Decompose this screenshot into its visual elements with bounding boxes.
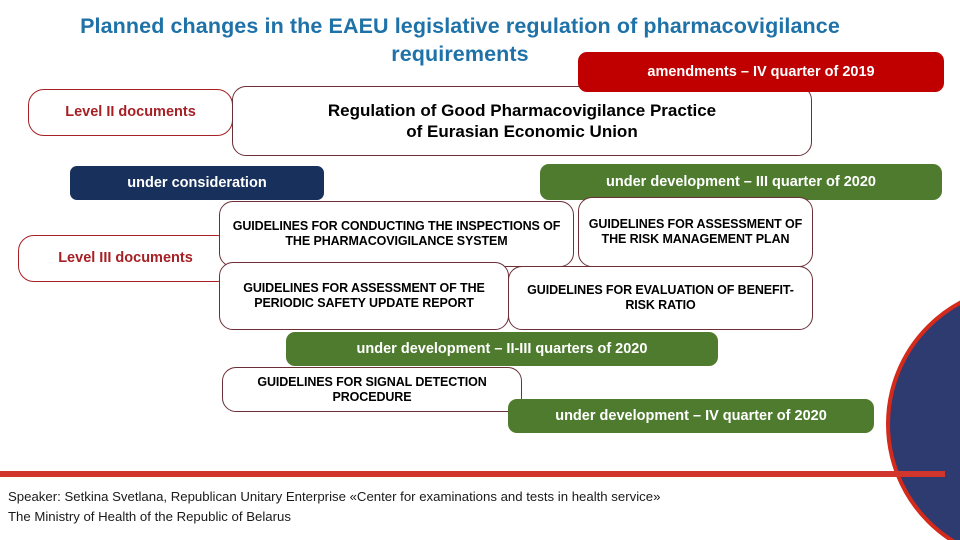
document-guideline-signal-detection: GUIDELINES FOR SIGNAL DETECTION PROCEDUR… [222,367,522,412]
document-guideline-psur: GUIDELINES FOR ASSESSMENT OF THE PERIODI… [219,262,509,330]
footer-line-1: Speaker: Setkina Svetlana, Republican Un… [8,489,661,504]
status-development-q3-2020: under development – III quarter of 2020 [540,164,942,200]
status-amendments-2019: amendments – IV quarter of 2019 [578,52,944,92]
level-3-label: Level III documents [18,235,233,282]
status-development-q4-2020: under development – IV quarter of 2020 [508,399,874,433]
status-under-consideration: under consideration [70,166,324,200]
document-guideline-inspections: GUIDELINES FOR CONDUCTING THE INSPECTION… [219,201,574,267]
page-title: Planned changes in the EAEU legislative … [80,14,840,66]
footer-divider [0,471,945,477]
document-guideline-risk-management-plan: GUIDELINES FOR ASSESSMENT OF THE RISK MA… [578,197,813,267]
status-development-q2-q3-2020: under development – II-III quarters of 2… [286,332,718,366]
footer-credits: Speaker: Setkina Svetlana, Republican Un… [8,487,868,527]
document-regulation-gvp: Regulation of Good Pharmacovigilance Pra… [232,86,812,156]
footer-line-2: The Ministry of Health of the Republic o… [8,509,291,524]
regulation-line-1: Regulation of Good Pharmacovigilance Pra… [327,100,717,120]
decorative-circle [886,284,960,540]
level-2-label: Level II documents [28,89,233,136]
regulation-line-2: of Eurasian Economic Union [406,122,638,141]
document-guideline-benefit-risk: GUIDELINES FOR EVALUATION OF BENEFIT-RIS… [508,266,813,330]
